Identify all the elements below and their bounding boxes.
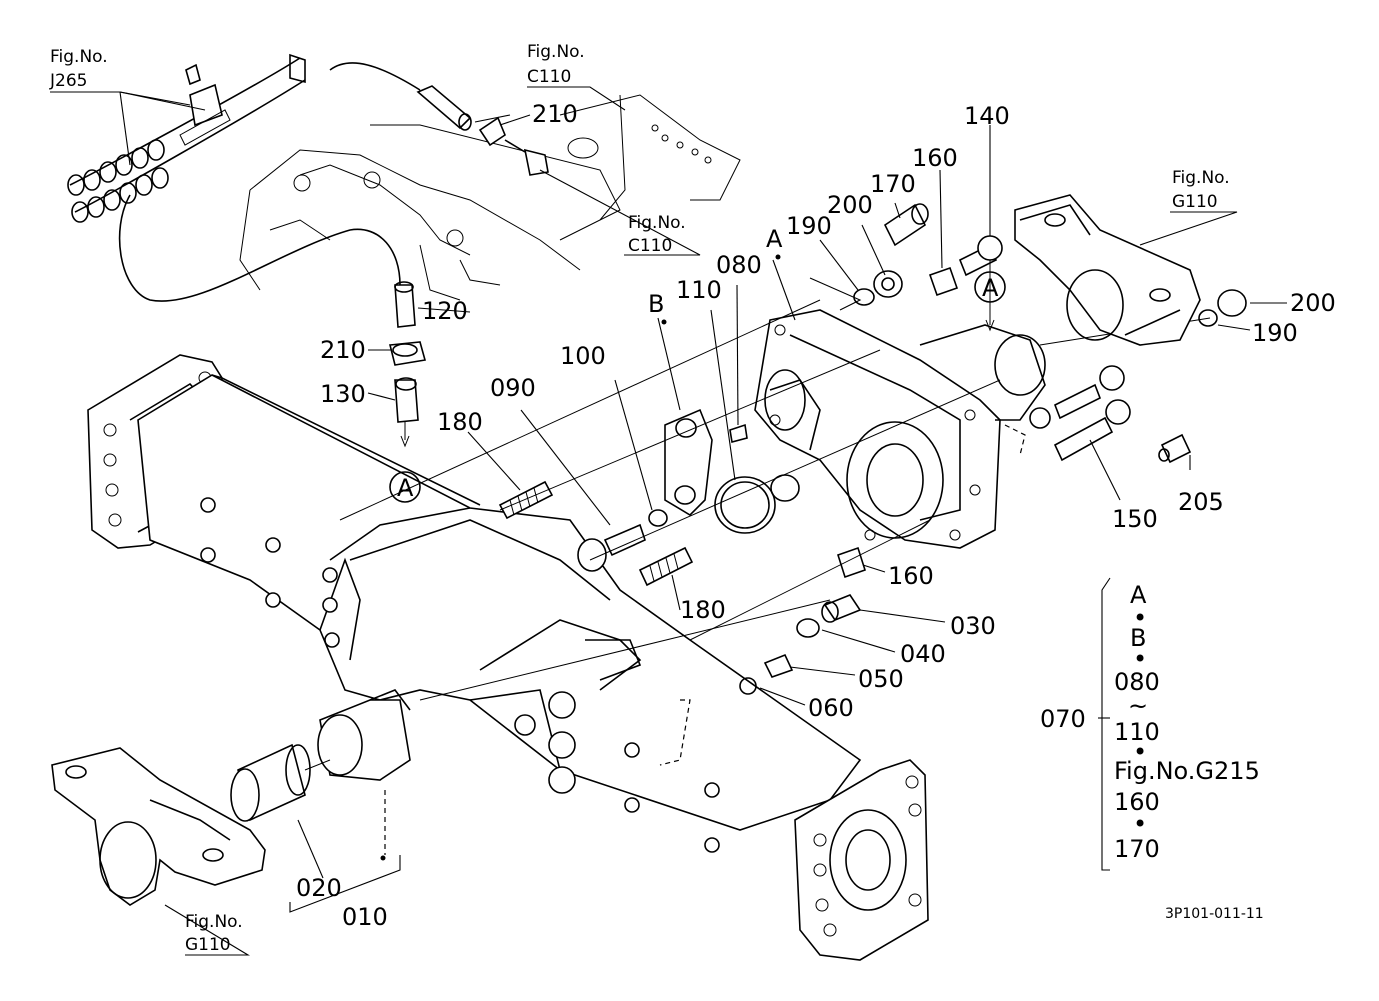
part-070: 070 [1040,705,1086,733]
ref-g110-right-line2: G110 [1172,192,1218,212]
kit-item-a: A [1130,581,1147,609]
ref-j265-line2: J265 [49,71,87,91]
support-bracket-left [51,747,266,906]
kit-item-b: B [1130,624,1146,652]
upper-frame [239,94,741,301]
ref-c110-mid-line1: Fig.No. [628,213,686,233]
exploded-parts-upper-right [853,203,1247,464]
part-180-lower: 180 [680,596,726,624]
kit-dot-2: • [1133,645,1147,673]
part-010: 010 [342,903,388,931]
part-number-labels: 210 210 120 130 180 180 090 100 110 080 … [296,100,1336,931]
ref-c110-top-line1: Fig.No. [527,42,585,62]
part-210-top: 210 [532,100,578,128]
part-140: 140 [964,102,1010,130]
marker-a-circle-left: A [397,474,414,502]
marker-b-top: B [648,290,664,318]
kit-dot-3: • [1133,738,1147,766]
gear-case [754,309,1046,549]
part-040: 040 [900,640,946,668]
kit-item-080: 080 [1114,668,1160,696]
part-060: 060 [808,694,854,722]
ref-c110-mid-line2: C110 [628,236,672,256]
drawing-code: 3P101-011-11 [1165,906,1264,922]
kit-dot-1: • [1133,604,1147,632]
axle-housing [87,354,929,961]
cable-harness [67,53,549,302]
part-210-lower: 210 [320,336,366,364]
part-150: 150 [1112,505,1158,533]
kit-item-g215: Fig.No.G215 [1114,757,1260,785]
bushing-020 [230,743,331,822]
leader-lines [50,86,1287,956]
part-180-upper: 180 [437,408,483,436]
ref-g110-right-line1: Fig.No. [1172,168,1230,188]
ref-j265-line1: Fig.No. [50,47,108,67]
part-205: 205 [1178,488,1224,516]
part-050: 050 [858,665,904,693]
reference-labels: Fig.No. J265 Fig.No. C110 Fig.No. C110 F… [49,42,1230,955]
stack-120-130 [388,281,427,448]
part-130: 130 [320,380,366,408]
part-100: 100 [560,342,606,370]
part-200-right: 200 [1290,289,1336,317]
kit-item-160: 160 [1114,788,1160,816]
part-080: 080 [716,251,762,279]
part-110: 110 [676,276,722,304]
part-170: 170 [870,170,916,198]
part-200-upper: 200 [827,191,873,219]
part-030: 030 [950,612,996,640]
kit-dot-4: • [1133,810,1147,838]
kit-item-110: 110 [1114,718,1160,746]
part-020: 020 [296,874,342,902]
kit-item-170: 170 [1114,835,1160,863]
part-160-upper: 160 [912,144,958,172]
support-bracket-right [1014,194,1201,346]
part-190-right: 190 [1252,319,1298,347]
ref-c110-top-line2: C110 [527,67,571,87]
marker-a-circle-right: A [982,274,999,302]
letter-markers: A B A A [397,225,999,502]
part-120: 120 [422,297,468,325]
part-090: 090 [490,374,536,402]
marker-a-top: A [766,225,783,253]
part-190-upper: 190 [786,212,832,240]
ref-g110-bottom-line1: Fig.No. [185,912,243,932]
circled-markers [389,271,1006,503]
part-160-lower: 160 [888,562,934,590]
kit-070-list: A • B • 080 ~ 110 • Fig.No.G215 160 • 17… [1114,581,1260,863]
ref-g110-bottom-line2: G110 [185,935,231,955]
kit-range-symbol: ~ [1128,692,1148,720]
